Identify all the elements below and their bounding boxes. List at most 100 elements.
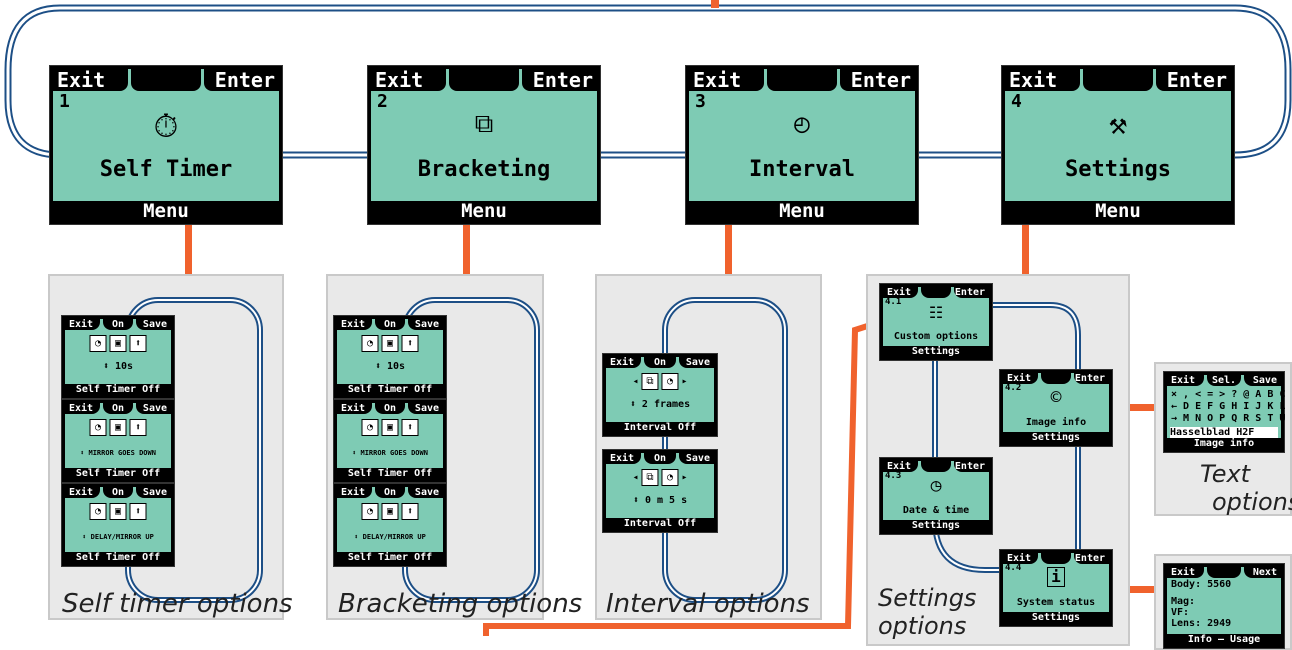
option-value[interactable]: ⬍ 2 frames [629, 399, 691, 410]
mirror-mode-icon[interactable]: ▣ [109, 503, 127, 520]
save-button[interactable]: Save [136, 487, 172, 498]
frames-mode-icon[interactable]: ⧉ [641, 373, 659, 390]
menu-button[interactable]: Menu [1005, 201, 1231, 221]
save-button[interactable]: Save [1243, 375, 1281, 386]
mirror-up-icon[interactable]: ⬆ [401, 419, 419, 436]
mirror-mode-icon[interactable]: ▣ [381, 335, 399, 352]
blank-soft-key[interactable] [1040, 373, 1072, 384]
interval-mode-selector[interactable]: ◂⧉◔▸ [632, 373, 688, 390]
mirror-mode-icon[interactable]: ▣ [381, 503, 399, 520]
blank-soft-key[interactable] [1040, 553, 1072, 564]
on-button[interactable]: On [102, 487, 134, 498]
save-button[interactable]: Save [136, 319, 172, 330]
blank-soft-key[interactable] [920, 461, 952, 472]
blank-soft-key[interactable] [130, 69, 202, 91]
mirror-up-icon[interactable]: ⬆ [129, 503, 147, 520]
timer-mode-icon[interactable]: ◔ [361, 419, 379, 436]
select-button[interactable]: Sel. [1207, 375, 1241, 386]
enter-button[interactable]: Enter [954, 287, 990, 298]
menu-button[interactable]: Menu [53, 201, 279, 221]
character-grid[interactable]: × , < = > ? @ A B C← D E F G H I J K L→ … [1171, 389, 1285, 425]
save-button[interactable]: Save [678, 357, 714, 368]
exit-button[interactable]: Exit [883, 461, 918, 472]
on-button[interactable]: On [644, 453, 676, 464]
enter-button[interactable]: Enter [1156, 68, 1232, 92]
text-entry-field[interactable]: Hasselblad H2F [1170, 427, 1278, 438]
on-button[interactable]: On [374, 319, 406, 330]
save-button[interactable]: Save [136, 403, 172, 414]
time-mode-icon[interactable]: ◔ [661, 469, 679, 486]
blank-soft-key[interactable] [1082, 69, 1154, 91]
exit-button[interactable]: Exit [1167, 567, 1205, 578]
menu-button[interactable]: Menu [371, 201, 597, 221]
mirror-up-icon[interactable]: ⬆ [129, 335, 147, 352]
char-row-1[interactable]: × , < = > ? @ A B C [1171, 389, 1286, 400]
char-row-3[interactable]: → M N O P Q R S T U [1171, 413, 1286, 424]
save-button[interactable]: Save [408, 487, 444, 498]
mirror-up-icon[interactable]: ⬆ [401, 335, 419, 352]
enter-button[interactable]: Enter [840, 68, 916, 92]
blank-soft-key[interactable] [1207, 567, 1241, 578]
enter-button[interactable]: Enter [1074, 373, 1110, 384]
exit-button[interactable]: Exit [371, 68, 446, 92]
option-value[interactable]: ⬍ DELAY/MIRROR UP [82, 533, 154, 541]
exit-button[interactable]: Exit [883, 287, 918, 298]
enter-button[interactable]: Enter [522, 68, 598, 92]
timer-mode-icon[interactable]: ◔ [89, 335, 107, 352]
exit-button[interactable]: Exit [689, 68, 764, 92]
exit-button[interactable]: Exit [1003, 553, 1038, 564]
exit-button[interactable]: Exit [1167, 375, 1205, 386]
on-button[interactable]: On [374, 487, 406, 498]
enter-button[interactable]: Enter [204, 68, 280, 92]
frames-mode-icon[interactable]: ⧉ [641, 469, 659, 486]
option-value[interactable]: ⬍ 10s [102, 361, 134, 372]
option-value[interactable]: ⬍ DELAY/MIRROR UP [354, 533, 426, 541]
mirror-mode-icon[interactable]: ▣ [109, 419, 127, 436]
mirror-up-icon[interactable]: ⬆ [401, 503, 419, 520]
blank-soft-key[interactable] [920, 287, 952, 298]
exit-button[interactable]: Exit [65, 403, 100, 414]
enter-button[interactable]: Enter [954, 461, 990, 472]
enter-button[interactable]: Enter [1074, 553, 1110, 564]
exit-button[interactable]: Exit [606, 453, 642, 464]
on-button[interactable]: On [644, 357, 676, 368]
exit-button[interactable]: Exit [65, 319, 100, 330]
timer-mode-icon[interactable]: ◔ [89, 503, 107, 520]
option-value[interactable]: ⬍ MIRROR GOES DOWN [352, 449, 428, 457]
next-button[interactable]: Next [1243, 567, 1281, 578]
blank-soft-key[interactable] [766, 69, 838, 91]
exit-button[interactable]: Exit [337, 487, 372, 498]
blank-soft-key[interactable] [448, 69, 520, 91]
timer-mode-icon[interactable]: ◔ [361, 503, 379, 520]
exit-button[interactable]: Exit [337, 403, 372, 414]
interval-mode-selector[interactable]: ◂⧉◔▸ [632, 469, 688, 486]
option-value[interactable]: ⬍ 10s [374, 361, 406, 372]
exit-button[interactable]: Exit [1005, 68, 1080, 92]
exit-button[interactable]: Exit [1003, 373, 1038, 384]
menu-button[interactable]: Menu [689, 201, 915, 221]
exit-button[interactable]: Exit [606, 357, 642, 368]
mirror-mode-icon[interactable]: ▣ [109, 335, 127, 352]
option-value[interactable]: ⬍ MIRROR GOES DOWN [80, 449, 156, 457]
mirror-mode-icon[interactable]: ▣ [381, 419, 399, 436]
time-mode-icon[interactable]: ◔ [661, 373, 679, 390]
on-button[interactable]: On [102, 403, 134, 414]
exit-button[interactable]: Exit [65, 487, 100, 498]
